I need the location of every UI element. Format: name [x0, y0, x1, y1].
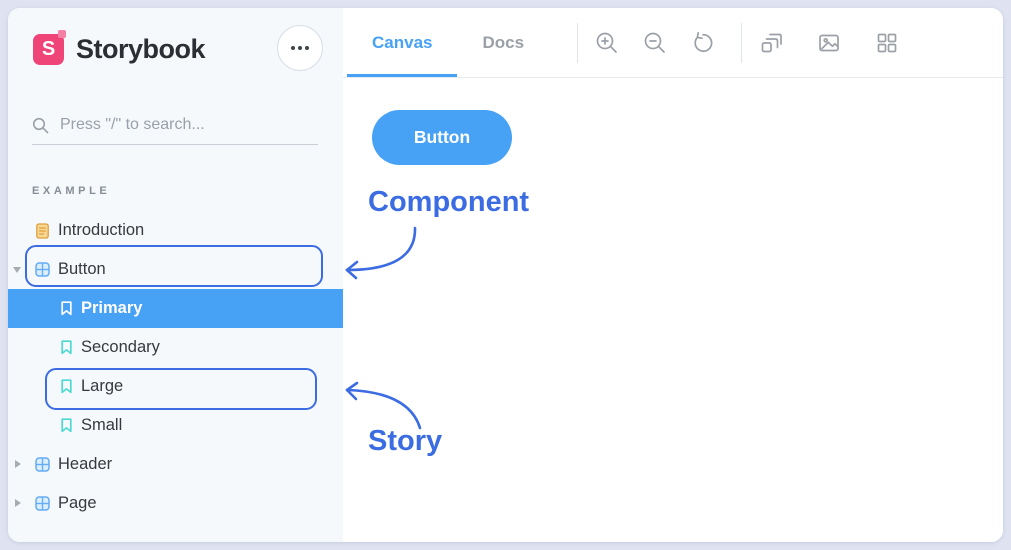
toolbar-divider [577, 22, 579, 63]
sidebar-item-label: Button [58, 260, 106, 278]
logo-letter: S [41, 37, 56, 60]
sidebar-item-button[interactable]: Button [8, 250, 343, 289]
preview-canvas: Button [343, 78, 1003, 542]
sidebar-item-secondary[interactable]: Secondary [8, 328, 343, 367]
sidebar-item-large[interactable]: Large [8, 367, 343, 406]
sidebar-item-label: Secondary [81, 338, 160, 356]
viewport-size-icon[interactable] [758, 30, 784, 56]
bookmark-icon [60, 340, 73, 355]
component-icon [35, 262, 50, 277]
sidebar: S Storybook EXAMPLE [8, 8, 343, 542]
sidebar-item-label: Small [81, 416, 123, 434]
storybook-window: S Storybook EXAMPLE [8, 8, 1003, 542]
sidebar-item-label: Large [81, 377, 124, 395]
sidebar-item-small[interactable]: Small [8, 406, 343, 445]
document-icon [35, 222, 50, 239]
change-background-icon[interactable] [816, 30, 842, 56]
sidebar-tree: Introduction Button [8, 211, 343, 523]
bookmark-icon [60, 379, 73, 394]
ellipsis-icon [291, 46, 295, 50]
search-icon [32, 117, 49, 134]
zoom-reset-icon[interactable] [690, 30, 716, 56]
preview-toolbar: Canvas Docs [343, 8, 1003, 78]
preview-tabs: Canvas Docs [347, 8, 549, 77]
sidebar-item-header[interactable]: Header [8, 445, 343, 484]
chevron-right-icon[interactable] [15, 499, 21, 507]
storybook-logo-icon: S [33, 29, 66, 65]
sidebar-menu-button[interactable] [277, 25, 323, 71]
toolbar-divider [741, 22, 743, 63]
sidebar-item-page[interactable]: Page [8, 484, 343, 523]
tab-canvas[interactable]: Canvas [347, 8, 458, 77]
preview-button-component[interactable]: Button [372, 110, 512, 165]
grid-overlay-icon[interactable] [874, 30, 900, 56]
sidebar-section-label: EXAMPLE [32, 185, 111, 197]
sidebar-item-label: Page [58, 494, 97, 512]
sidebar-item-label: Introduction [58, 221, 145, 239]
zoom-in-icon[interactable] [594, 30, 620, 56]
zoom-out-icon[interactable] [642, 30, 668, 56]
search-box [32, 110, 318, 145]
bookmark-icon [60, 418, 73, 433]
chevron-right-icon[interactable] [15, 460, 21, 468]
component-icon [35, 496, 50, 511]
bookmark-icon [60, 301, 73, 316]
storybook-logo[interactable]: S Storybook [33, 29, 206, 66]
sidebar-item-label: Primary [81, 299, 143, 317]
tab-docs[interactable]: Docs [482, 32, 525, 52]
sidebar-item-label: Header [58, 455, 113, 473]
logo-text: Storybook [76, 33, 206, 64]
sidebar-item-primary[interactable]: Primary [8, 289, 343, 328]
search-input[interactable] [32, 110, 318, 145]
component-icon [35, 457, 50, 472]
sidebar-item-introduction[interactable]: Introduction [8, 211, 343, 250]
chevron-down-icon[interactable] [13, 266, 21, 273]
